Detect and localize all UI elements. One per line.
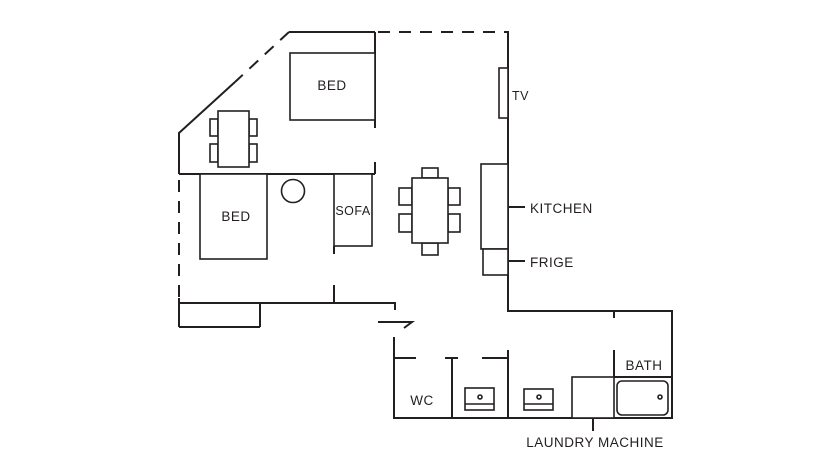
- tv-label: TV: [512, 89, 529, 103]
- bed-top: BED: [289, 52, 376, 121]
- sofa: SOFA: [333, 173, 373, 247]
- door: [378, 321, 415, 329]
- round-table: [280, 178, 306, 204]
- fridge-label: FRIGE: [530, 255, 574, 270]
- kitchen-label: KITCHEN: [530, 201, 593, 216]
- sink-2: [523, 388, 554, 411]
- sofa-label: SOFA: [335, 204, 371, 218]
- kitchen: KITCHEN: [480, 163, 593, 250]
- wc-label: WC: [410, 393, 434, 408]
- fridge: FRIGE: [482, 248, 574, 276]
- laundry-machine: LAUNDRY MACHINE: [526, 376, 664, 450]
- bed-left-label: BED: [221, 209, 250, 224]
- bed-left: BED: [199, 173, 268, 260]
- bath: BATH: [614, 358, 672, 416]
- sink-1: [464, 387, 495, 411]
- bath-label: BATH: [625, 358, 662, 373]
- bed-top-label: BED: [317, 78, 346, 93]
- small-dining-table: [209, 110, 258, 168]
- dining-table: [398, 167, 461, 256]
- tv: TV: [498, 67, 529, 119]
- laundry-label: LAUNDRY MACHINE: [526, 435, 664, 450]
